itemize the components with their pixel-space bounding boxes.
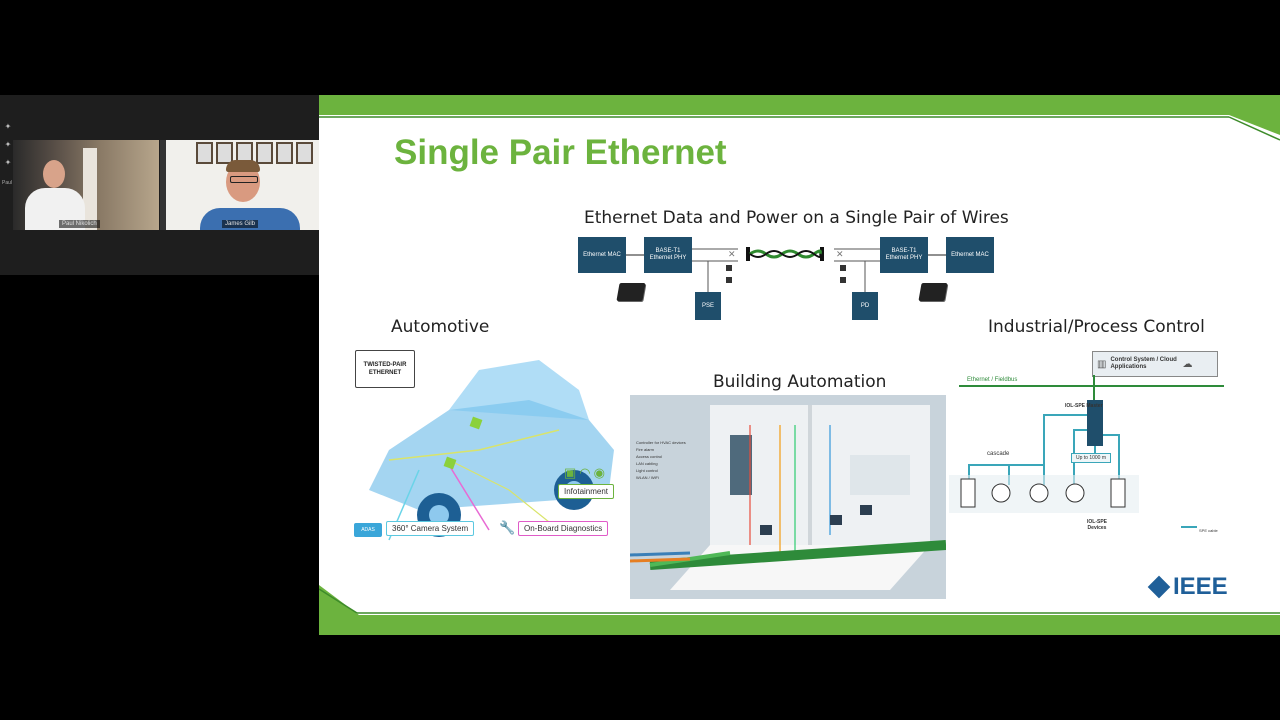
ieee-diamond-icon bbox=[1147, 575, 1171, 599]
building-image: Controller for HVAC devices Fire alarm A… bbox=[630, 395, 946, 599]
diagram-title: Ethernet Data and Power on a Single Pair… bbox=[584, 208, 1009, 228]
ieee-logo: IEEE bbox=[1147, 573, 1228, 601]
mic-icon[interactable]: ✦ bbox=[4, 158, 12, 167]
phy-chip bbox=[918, 283, 948, 301]
video-tile-paul[interactable]: Paul Nikolich bbox=[13, 140, 159, 230]
range-label: Up to 1000 m bbox=[1071, 453, 1112, 463]
right-mac-block: Ethernet MAC bbox=[946, 237, 994, 273]
slide-title: Single Pair Ethernet bbox=[394, 133, 727, 172]
left-phy-block: BASE-T1 Ethernet PHY bbox=[644, 237, 692, 273]
participant-name: James Gilb bbox=[222, 220, 259, 228]
control-system-label: Control System / Cloud Applications bbox=[1110, 357, 1177, 370]
video-tile-james[interactable]: James Gilb bbox=[160, 140, 319, 230]
participant-name: Paul Nikolich bbox=[59, 220, 100, 228]
wall-frame bbox=[296, 142, 313, 164]
car-illustration bbox=[369, 360, 614, 541]
building-title: Building Automation bbox=[713, 372, 887, 392]
adas-camera-icon: ADAS bbox=[354, 523, 382, 537]
wrench-icon: 🔧 bbox=[499, 520, 516, 535]
control-system-box: ▥ Control System / Cloud Applications ☁ bbox=[1092, 351, 1218, 377]
building-legend: Controller for HVAC devices Fire alarm A… bbox=[636, 440, 686, 480]
mic-icon[interactable]: ✦ bbox=[4, 140, 12, 149]
ieee-logo-text: IEEE bbox=[1173, 573, 1228, 600]
bus-label: Ethernet / Fieldbus bbox=[967, 377, 1018, 383]
left-mac-block: Ethernet MAC bbox=[578, 237, 626, 273]
pse-block: PSE bbox=[695, 292, 721, 320]
mic-icon[interactable]: ✦ bbox=[4, 122, 12, 131]
door bbox=[83, 148, 97, 230]
server-icon: ▥ bbox=[1097, 358, 1107, 370]
legend-item: WLAN / WiFi bbox=[636, 475, 659, 480]
phy-chip bbox=[616, 283, 646, 301]
video-strip: ✦ ✦ ✦ Paul Nikolich Paul Nikolich James … bbox=[0, 95, 319, 275]
tile-edge bbox=[160, 140, 166, 230]
pd-block: PD bbox=[852, 292, 878, 320]
infotainment-callout: Infotainment bbox=[558, 484, 615, 499]
glasses bbox=[230, 176, 258, 183]
industrial-title: Industrial/Process Control bbox=[988, 317, 1205, 337]
cable-label: SPE cable bbox=[1199, 528, 1218, 533]
infotainment-icons: ▣◠◉ bbox=[564, 465, 608, 480]
cascade-label: cascade bbox=[987, 451, 1010, 457]
wire-graphic: ✕ ✕ bbox=[626, 247, 946, 292]
presentation-slide: Single Pair Ethernet Ethernet Data and P… bbox=[319, 95, 1280, 635]
spe-diagram: Ethernet MAC BASE-T1 Ethernet PHY BASE-T… bbox=[578, 235, 994, 325]
devices-label: IOL-SPE Devices bbox=[1086, 519, 1107, 531]
cloud-icon: ☁ bbox=[1182, 358, 1193, 370]
right-phy-block: BASE-T1 Ethernet PHY bbox=[880, 237, 928, 273]
slide-frame bbox=[319, 95, 1280, 635]
svg-text:✕: ✕ bbox=[728, 249, 736, 259]
camera-system-callout: 360° Camera System bbox=[386, 521, 475, 536]
twisted-pair-badge: TWISTED-PAIR ETHERNET bbox=[355, 350, 415, 388]
legend-item: Controller for HVAC devices bbox=[636, 440, 686, 445]
legend-item: LAN cabling bbox=[636, 461, 658, 466]
wall-frame bbox=[196, 142, 213, 164]
wall-frame bbox=[276, 142, 293, 164]
master-label: IOL-SPE Master bbox=[1065, 403, 1103, 409]
person-head bbox=[43, 160, 65, 188]
legend-item: Light control bbox=[636, 468, 658, 473]
legend-item: Access control bbox=[636, 454, 663, 459]
svg-text:✕: ✕ bbox=[836, 249, 844, 259]
industrial-diagram bbox=[949, 375, 1224, 528]
wall-frame bbox=[216, 142, 233, 164]
person-hair bbox=[226, 160, 260, 172]
diagnostics-callout: On-Board Diagnostics bbox=[518, 521, 609, 536]
automotive-title: Automotive bbox=[391, 317, 490, 337]
wall-frame bbox=[256, 142, 273, 164]
legend-item: Fire alarm bbox=[636, 447, 655, 452]
